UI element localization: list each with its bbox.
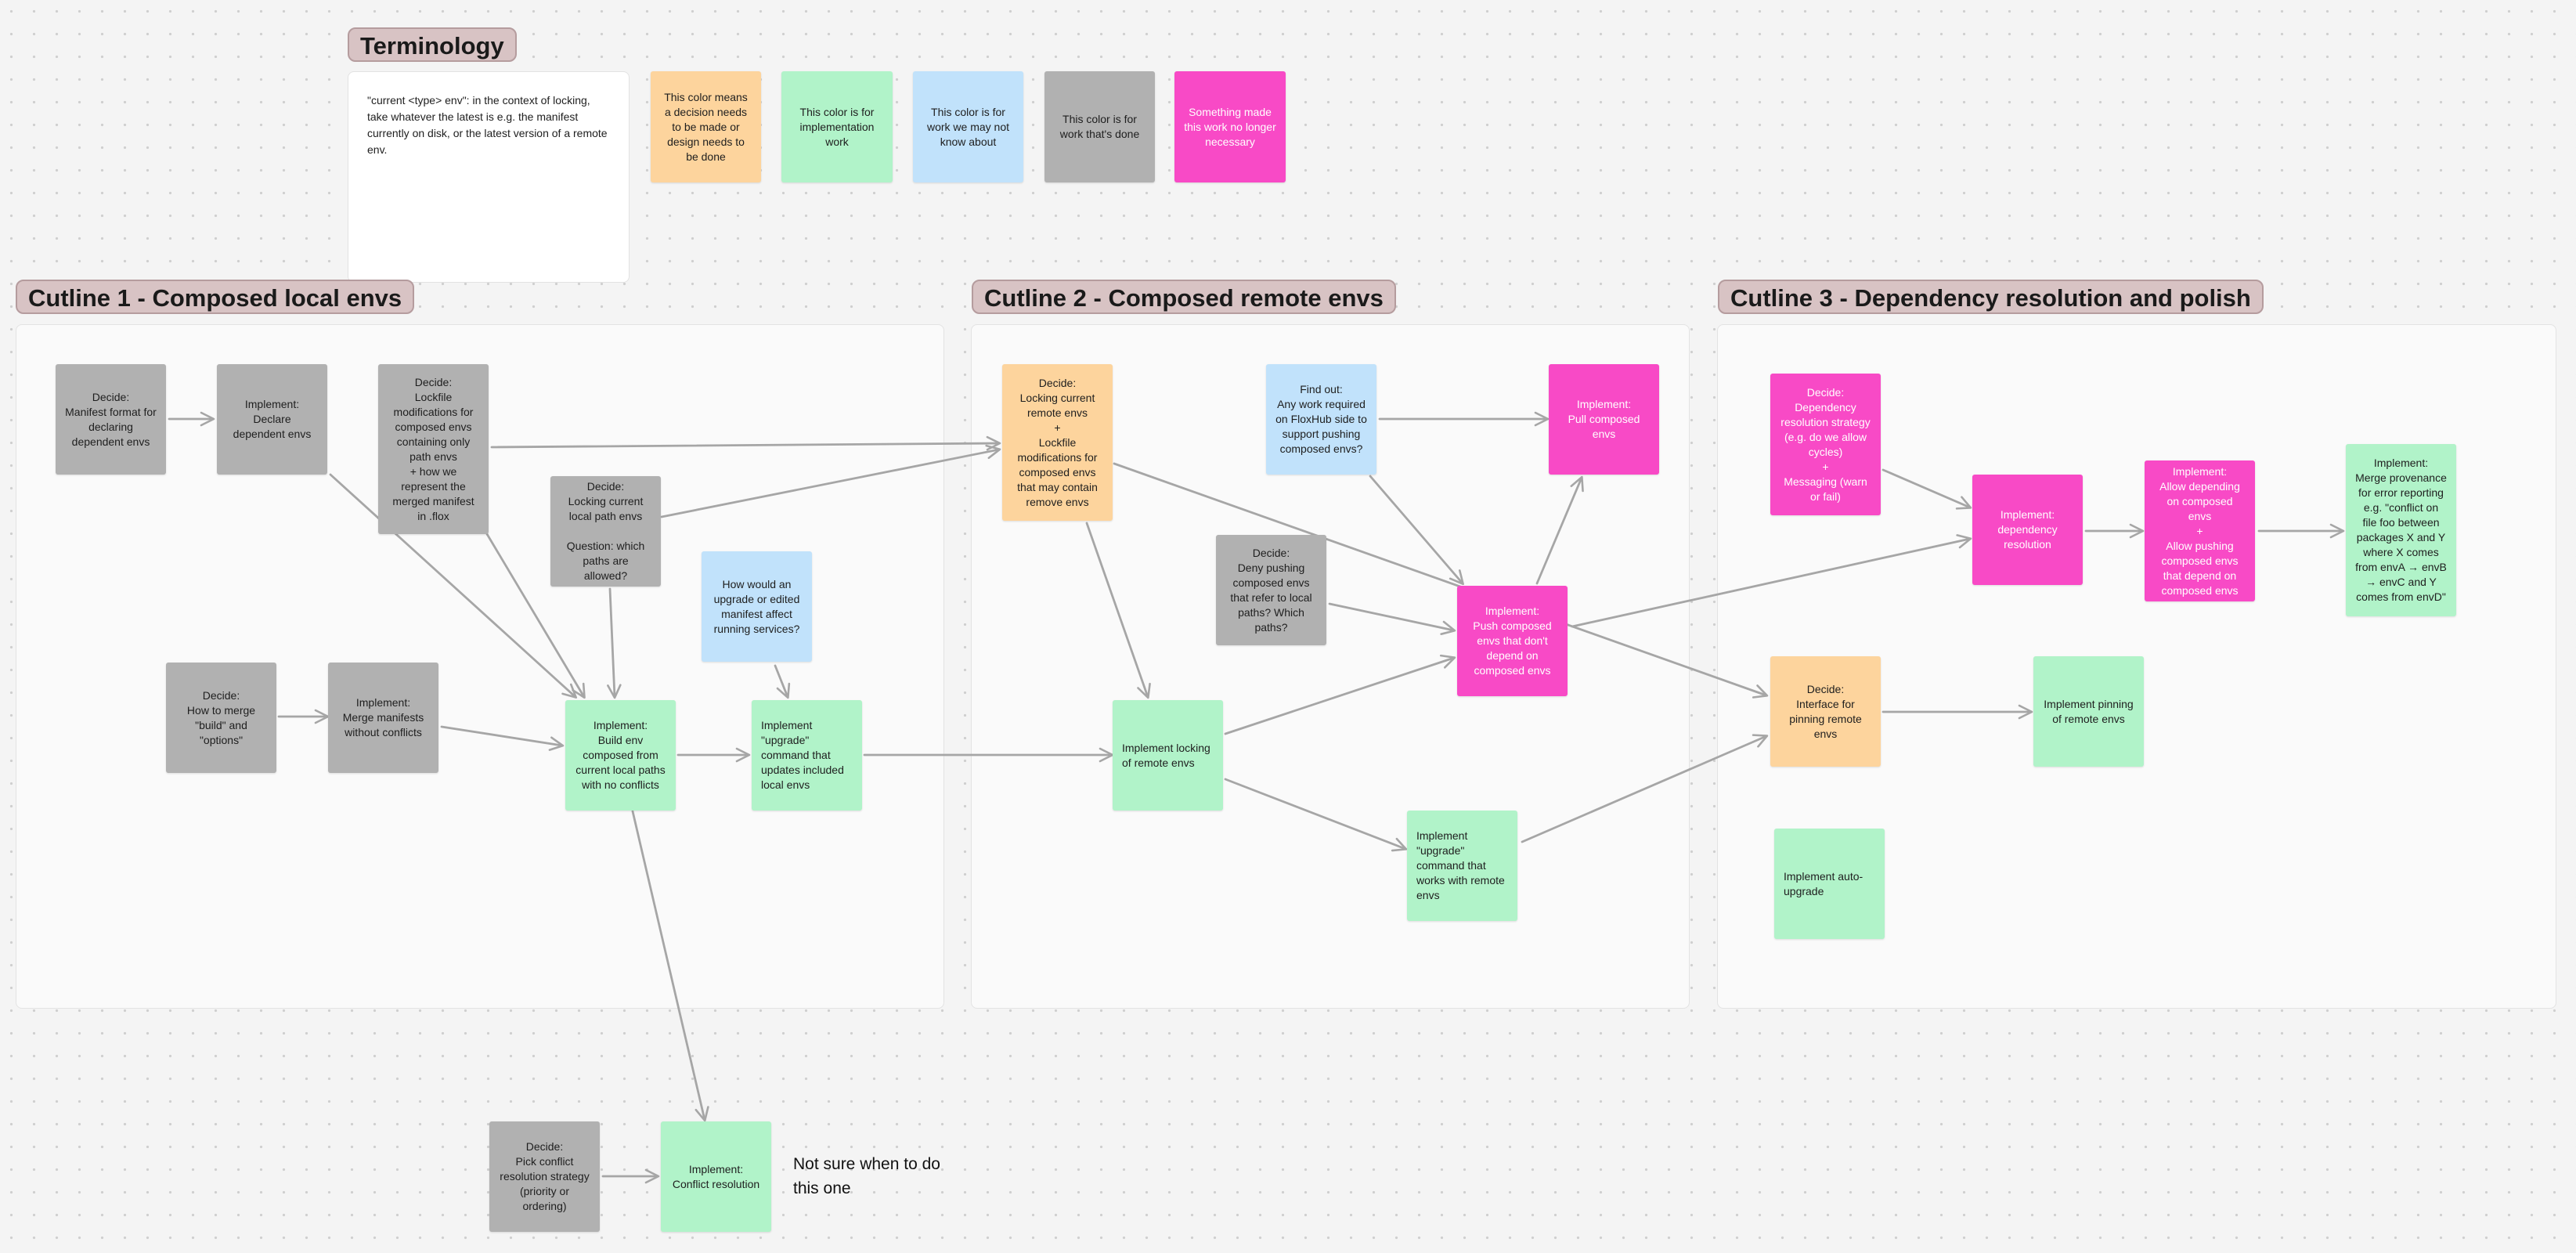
node-merge-decide: Decide: How to merge "build" and "option… bbox=[166, 663, 276, 773]
arrow bbox=[485, 533, 586, 699]
node-deny-push: Decide: Deny pushing composed envs that … bbox=[1216, 535, 1326, 645]
arrow bbox=[1571, 534, 1972, 628]
arrow bbox=[1369, 475, 1464, 586]
node-locking-remote-impl: Implement locking of remote envs bbox=[1113, 700, 1223, 811]
arrow bbox=[1535, 475, 1584, 585]
node-dep-strategy: Decide: Dependency resolution strategy (… bbox=[1770, 374, 1881, 515]
node-floxhub-findout: Find out: Any work required on FloxHub s… bbox=[1266, 364, 1376, 475]
arrow bbox=[660, 444, 1001, 518]
terminology-definition: "current <type> env": in the context of … bbox=[348, 71, 630, 283]
cutline-3-title: Cutline 3 - Dependency resolution and po… bbox=[1718, 280, 2264, 314]
node-manifest-format: Decide: Manifest format for declaring de… bbox=[56, 364, 166, 475]
node-upgrade-question: How would an upgrade or edited manifest … bbox=[702, 551, 812, 662]
arrow bbox=[1085, 522, 1151, 699]
node-auto-upgrade: Implement auto-upgrade bbox=[1774, 829, 1885, 939]
node-provenance: Implement: Merge provenance for error re… bbox=[2346, 444, 2456, 616]
arrow bbox=[329, 473, 578, 699]
arrow bbox=[1224, 654, 1456, 735]
node-declare-dependent-envs: Implement: Declare dependent envs bbox=[217, 364, 327, 475]
legend-obsolete-note: Something made this work no longer neces… bbox=[1174, 71, 1286, 182]
node-pinning-impl: Implement pinning of remote envs bbox=[2033, 656, 2144, 767]
node-upgrade-local: Implement "upgrade" command that updates… bbox=[752, 700, 862, 811]
arrow bbox=[490, 435, 1001, 451]
node-merge-impl: Implement: Merge manifests without confl… bbox=[328, 663, 438, 773]
node-allow-depending: Implement: Allow depending on composed e… bbox=[2145, 460, 2255, 601]
node-push-composed: Implement: Push composed envs that don't… bbox=[1457, 586, 1568, 696]
node-pull-composed: Implement: Pull composed envs bbox=[1549, 364, 1659, 475]
arrow bbox=[1328, 602, 1456, 635]
legend-unknown-note: This color is for work we may not know a… bbox=[913, 71, 1023, 182]
node-lockfile-local: Decide: Lockfile modifications for compo… bbox=[378, 364, 489, 534]
node-conflict-impl: Implement: Conflict resolution bbox=[661, 1121, 771, 1232]
node-locking-local: Decide: Locking current local path envs … bbox=[550, 476, 661, 587]
terminology-title: Terminology bbox=[348, 27, 517, 62]
legend-decision-note: This color means a decision needs to be … bbox=[651, 71, 761, 182]
legend-implementation-note: This color is for implementation work bbox=[781, 71, 893, 182]
arrow bbox=[1113, 462, 1769, 699]
node-upgrade-remote: Implement "upgrade" command that works w… bbox=[1407, 811, 1517, 921]
arrow bbox=[1881, 468, 1972, 510]
arrow bbox=[774, 664, 791, 699]
arrow bbox=[1224, 778, 1408, 852]
arrow bbox=[607, 587, 622, 699]
node-conflict-decide: Decide: Pick conflict resolution strateg… bbox=[489, 1121, 600, 1232]
cutline-2-title: Cutline 2 - Composed remote envs bbox=[972, 280, 1396, 314]
node-locking-remote-decide: Decide: Locking current remote envs + Lo… bbox=[1002, 364, 1113, 521]
arrow bbox=[440, 725, 565, 751]
arrow bbox=[631, 810, 709, 1122]
node-dep-impl: Implement: dependency resolution bbox=[1972, 475, 2083, 585]
node-build-env: Implement: Build env composed from curre… bbox=[565, 700, 676, 811]
legend-done-note: This color is for work that's done bbox=[1044, 71, 1155, 182]
node-pinning-decide: Decide: Interface for pinning remote env… bbox=[1770, 656, 1881, 767]
cutline-1-title: Cutline 1 - Composed local envs bbox=[16, 280, 415, 314]
arrow bbox=[1521, 734, 1769, 843]
not-sure-note: Not sure when to do this one bbox=[793, 1155, 940, 1197]
